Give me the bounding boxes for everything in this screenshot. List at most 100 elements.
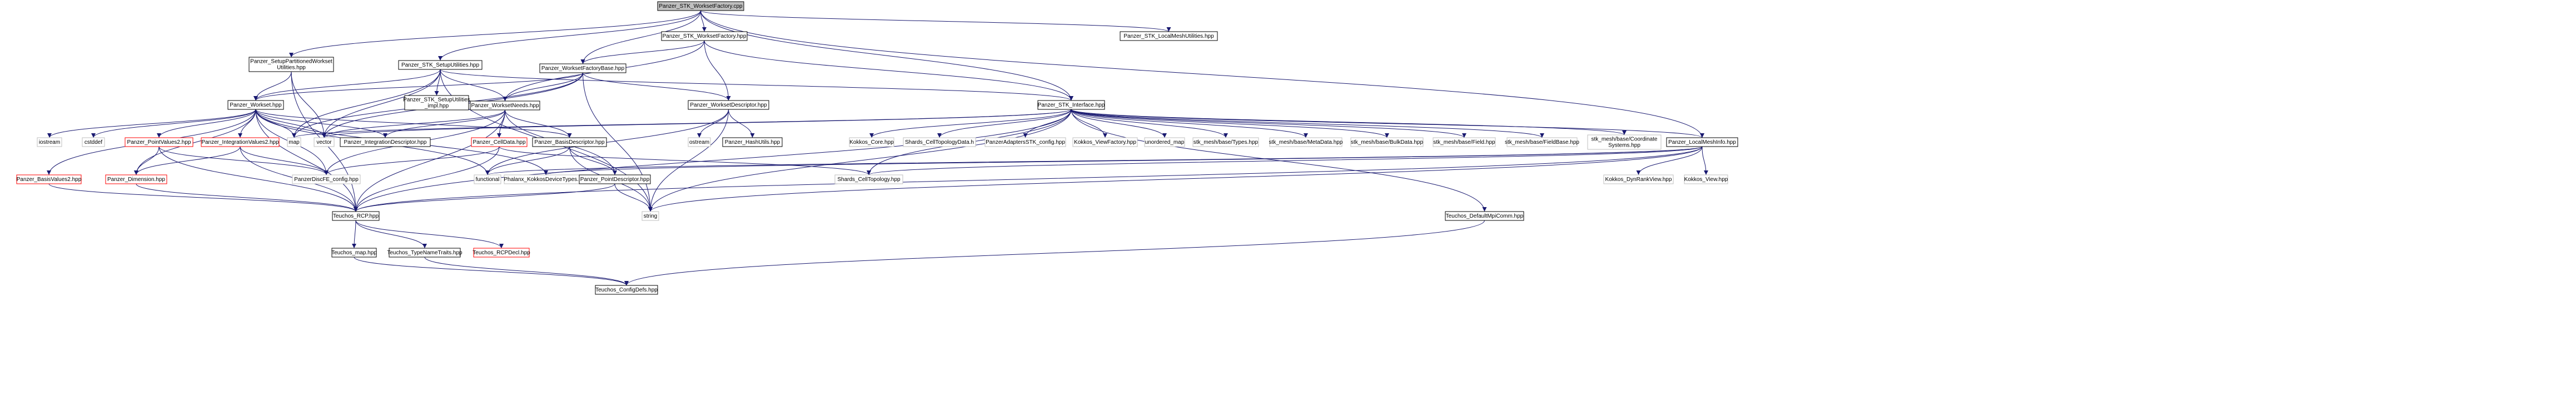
node-celldata[interactable]: Panzer_CellData.hpp	[471, 137, 528, 147]
node-box	[984, 137, 1066, 147]
edge-bv2-to-rcp	[48, 183, 358, 212]
node-functional[interactable]: functional	[474, 174, 501, 184]
edge-lminfo-to-rcp	[354, 146, 1703, 212]
node-box	[849, 137, 894, 147]
edge-stkif-to-stktypes	[1071, 109, 1228, 138]
node-label: Panzer_PointValues2.hpp	[127, 139, 191, 145]
node-label: Kokkos_ViewFactory.hpp	[1074, 139, 1136, 145]
node-iv2[interactable]: Panzer_IntegrationValues2.hpp	[201, 137, 280, 147]
node-stkfield[interactable]: stk_mesh/base/Field.hpp	[1433, 137, 1496, 147]
node-kviewf[interactable]: Kokkos_ViewFactory.hpp	[1072, 137, 1138, 147]
edge-root-to-wfb	[580, 10, 701, 64]
node-intdesc[interactable]: Panzer_IntegrationDescriptor.hpp	[340, 137, 431, 147]
node-label: Teuchos_RCPDecl.hpp	[473, 250, 530, 256]
node-box	[661, 31, 748, 41]
node-rcpdecl[interactable]: Teuchos_RCPDecl.hpp	[473, 248, 530, 258]
node-stklmu[interactable]: Panzer_STK_LocalMeshUtilities.hpp	[1120, 31, 1218, 41]
node-label: Teuchos_RCP.hpp	[333, 213, 379, 219]
edge-root-to-stklmu	[700, 10, 1171, 32]
node-stksui[interactable]: Panzer_STK_SetupUtilities_impl.hpp	[403, 95, 470, 110]
node-wdesc[interactable]: Panzer_WorksetDescriptor.hpp	[688, 100, 769, 110]
edge-wfb-to-workset	[253, 72, 583, 101]
node-basisdesc[interactable]: Panzer_BasisDescriptor.hpp	[532, 137, 607, 147]
edge-stkwf-to-wdesc	[704, 40, 731, 101]
node-kdynrank[interactable]: Kokkos_DynRankView.hpp	[1603, 174, 1674, 184]
node-label: Panzer_STK_WorksetFactory.cpp	[659, 3, 743, 9]
node-label: Kokkos_View.hpp	[1684, 177, 1728, 183]
node-rcp[interactable]: Teuchos_RCP.hpp	[332, 211, 380, 221]
edge-ttnt-to-cfgdefs	[424, 257, 629, 286]
node-box	[16, 174, 82, 184]
node-adapters[interactable]: PanzerAdaptersSTK_config.hpp	[984, 137, 1066, 147]
node-box	[404, 95, 469, 110]
node-label: Panzer_CellData.hpp	[473, 139, 525, 145]
edge-rcp-to-rcpdecl	[355, 220, 504, 249]
node-pv2[interactable]: Panzer_PointValues2.hpp	[125, 137, 193, 147]
edge-stksu-to-vector	[322, 69, 441, 138]
edge-workset-to-intdesc	[255, 109, 387, 138]
node-box	[1666, 137, 1738, 147]
node-box	[1350, 137, 1424, 147]
node-label: Panzer_STK_LocalMeshUtilities.hpp	[1123, 33, 1214, 39]
edge-defmpi-to-cfgdefs	[624, 220, 1485, 286]
edge-iv2-to-dim	[134, 146, 241, 175]
node-stksu[interactable]: Panzer_STK_SetupUtilities.hpp	[398, 60, 483, 70]
node-ostream[interactable]: ostream	[688, 137, 711, 147]
node-ptdesc[interactable]: Panzer_PointDescriptor.hpp	[579, 174, 651, 184]
edge-root-to-lminfo	[700, 10, 1704, 138]
node-shcelltd[interactable]: Shards_CellTopologyData.h	[903, 137, 976, 147]
node-dim[interactable]: Panzer_Dimension.hpp	[105, 174, 167, 184]
node-tmap[interactable]: Teuchos_map.hpp	[331, 248, 377, 258]
node-lminfo[interactable]: Panzer_LocalMeshInfo.hpp	[1666, 137, 1738, 147]
node-phalanx[interactable]: Phalanx_KokkosDeviceTypes.hpp	[504, 174, 588, 184]
node-box	[1269, 137, 1342, 147]
node-box	[82, 137, 105, 147]
node-box	[473, 248, 530, 258]
node-box	[105, 174, 167, 184]
node-box	[579, 174, 651, 184]
node-stkmeta[interactable]: stk_mesh/base/MetaData.hpp	[1269, 137, 1343, 147]
node-map[interactable]: map	[287, 137, 301, 147]
node-wneeds[interactable]: Panzer_WorksetNeeds.hpp	[470, 100, 540, 110]
node-stkbulk[interactable]: stk_mesh/base/BulkData.hpp	[1350, 137, 1424, 147]
node-bv2[interactable]: Panzer_BasisValues2.hpp	[16, 174, 82, 184]
edge-stkif-to-lminfo	[1071, 109, 1704, 138]
node-label: stk_mesh/base/MetaData.hpp	[1269, 139, 1343, 145]
node-label: Panzer_IntegrationValues2.hpp	[201, 139, 279, 145]
node-kview[interactable]: Kokkos_View.hpp	[1684, 174, 1728, 184]
node-kcore[interactable]: Kokkos_Core.hpp	[849, 137, 894, 147]
node-box	[287, 137, 301, 147]
edge-wfb-to-string	[583, 72, 653, 212]
node-wfb[interactable]: Panzer_WorksetFactoryBase.hpp	[539, 63, 626, 73]
node-cfgdefs[interactable]: Teuchos_ConfigDefs.hpp	[595, 285, 658, 295]
node-workset[interactable]: Panzer_Workset.hpp	[227, 100, 284, 110]
node-box	[722, 137, 783, 147]
node-label: cstddef	[84, 139, 102, 145]
node-label: Panzer_WorksetDescriptor.hpp	[690, 102, 767, 108]
node-iostream[interactable]: iostream	[37, 137, 62, 147]
node-stkwf[interactable]: Panzer_STK_WorksetFactory.hpp	[661, 31, 748, 41]
node-discfe[interactable]: PanzerDiscFE_config.hpp	[292, 174, 361, 184]
node-label: Teuchos_map.hpp	[331, 250, 377, 256]
node-shct[interactable]: Shards_CellTopology.hpp	[834, 174, 903, 184]
edge-wdesc-to-functional	[485, 109, 729, 175]
node-vector[interactable]: vector	[314, 137, 335, 147]
node-ttnt[interactable]: Teuchos_TypeNameTraits.hpp	[387, 248, 463, 258]
node-label: Panzer_STK_Interface.hpp	[1038, 102, 1105, 108]
node-label: vector	[316, 139, 332, 145]
node-umap[interactable]: unordered_map	[1144, 137, 1185, 147]
edge-workset-to-basisdesc	[255, 109, 572, 138]
node-label: Panzer_LocalMeshInfo.hpp	[1668, 139, 1736, 145]
edge-stkif-to-defmpi	[1071, 109, 1487, 212]
node-stkif[interactable]: Panzer_STK_Interface.hpp	[1037, 100, 1105, 110]
node-string[interactable]: string	[641, 211, 659, 221]
node-box	[292, 174, 361, 184]
node-spw[interactable]: Panzer_SetupPartitionedWorksetUtilities.…	[248, 57, 334, 72]
node-stktypes[interactable]: stk_mesh/base/Types.hpp	[1192, 137, 1259, 147]
node-stkfieldb[interactable]: stk_mesh/base/FieldBase.hpp	[1505, 137, 1579, 147]
node-defmpi[interactable]: Teuchos_DefaultMpiComm.hpp	[1445, 211, 1524, 221]
edge-celldata-to-rcp	[354, 146, 500, 212]
node-cstddef[interactable]: cstddef	[82, 137, 105, 147]
node-hashutils[interactable]: Panzer_HashUtils.hpp	[722, 137, 783, 147]
